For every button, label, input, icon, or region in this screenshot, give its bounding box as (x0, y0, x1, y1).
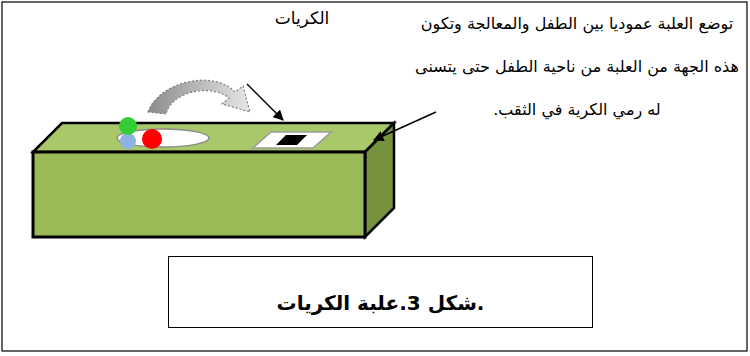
outer-border (2, 2, 747, 351)
throw-arrow (148, 80, 250, 114)
blue-ball (120, 133, 136, 149)
red-ball (142, 129, 162, 149)
hole-frame (253, 132, 331, 148)
leader-arrow (247, 84, 283, 120)
box-top-face (33, 123, 394, 152)
box-side-face (365, 123, 394, 237)
box-front-face (33, 152, 365, 237)
figure-caption: .شكل 3.علبة الكريات (277, 291, 485, 315)
part-label: الكريات (275, 8, 330, 28)
note-text: توضع العلبة عموديا بين الطفل والمعالجة و… (415, 14, 739, 119)
caption-box: .شكل 3.علبة الكريات (168, 256, 593, 328)
green-ball (119, 117, 137, 135)
leader-arrow (374, 112, 436, 140)
hole (276, 135, 307, 145)
wrap-spacer (238, 2, 408, 222)
note-text-block: توضع العلبة عموديا بين الطفل والمعالجة و… (238, 2, 746, 222)
part-label-block: الكريات (262, 4, 342, 32)
